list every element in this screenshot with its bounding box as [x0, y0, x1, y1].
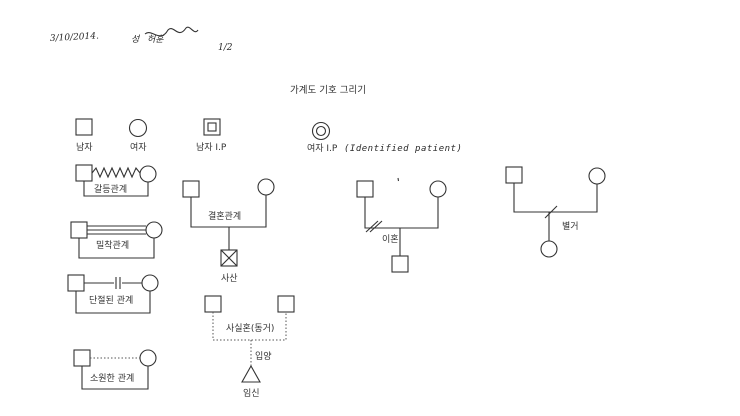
header-signature: 허훈 — [147, 34, 165, 45]
male-label: 남자 — [76, 142, 93, 153]
close-bracket — [78, 238, 155, 259]
male-ip-label: 남자 I.P — [196, 142, 227, 153]
signature-scribble: 허훈 — [144, 26, 199, 45]
cutoff-label: 단절된 관계 — [89, 294, 133, 306]
female-ip-outer-circle — [311, 121, 331, 141]
cutoff-bracket — [75, 291, 151, 314]
separation-relationship — [505, 166, 606, 258]
conflict-relationship — [75, 164, 157, 197]
divorce-slash-1 — [365, 220, 379, 233]
male-square-symbol — [75, 118, 93, 136]
divorce-child-square — [391, 255, 409, 273]
divorce-slash-2 — [369, 220, 383, 233]
male-ip-inner-square — [207, 122, 217, 132]
close-label: 밀착관계 — [96, 239, 129, 251]
header-page: 1/2 — [218, 43, 233, 53]
conflict-bracket — [83, 181, 149, 197]
distant-relationship — [73, 349, 157, 390]
female-ip-note: (Identified patient) — [344, 144, 462, 154]
cohabitation-label: 사실혼(동거) — [226, 322, 274, 334]
marriage-relationship — [182, 178, 275, 267]
header-name: 성 — [131, 34, 140, 45]
female-ip-label: 여자 I.P — [307, 142, 338, 154]
header-date: 3/10/2014. — [50, 31, 100, 44]
separation-slash — [544, 205, 558, 219]
stillbirth-label: 사산 — [221, 273, 238, 284]
close-relationship — [70, 221, 163, 259]
divorce-label: 이혼 — [382, 233, 399, 245]
pregnancy-label: 임신 — [243, 387, 260, 399]
stillbirth-square — [220, 249, 238, 267]
cohabitation-relationship — [204, 295, 295, 383]
adoption-label: 입양 — [255, 350, 272, 362]
male-ip-outer-square — [203, 118, 221, 136]
cutoff-relationship — [67, 274, 159, 314]
distant-bracket — [81, 366, 149, 390]
distant-label: 소원한 관계 — [90, 372, 134, 384]
conflict-zigzag-line — [91, 166, 141, 179]
female-ip-inner-circle — [315, 125, 327, 137]
pregnancy-triangle — [241, 364, 261, 383]
separation-label: 별거 — [562, 221, 579, 232]
marriage-label: 결혼관계 — [208, 210, 241, 222]
female-circle-symbol — [128, 118, 148, 138]
female-label: 여자 — [130, 141, 147, 153]
divorce-relationship — [356, 177, 447, 273]
page-title: 가계도 기호 그리기 — [290, 84, 366, 96]
conflict-label: 갈등관계 — [94, 183, 127, 195]
cohabitation-dotted-bracket — [212, 312, 287, 341]
separation-child-circle — [540, 240, 558, 258]
